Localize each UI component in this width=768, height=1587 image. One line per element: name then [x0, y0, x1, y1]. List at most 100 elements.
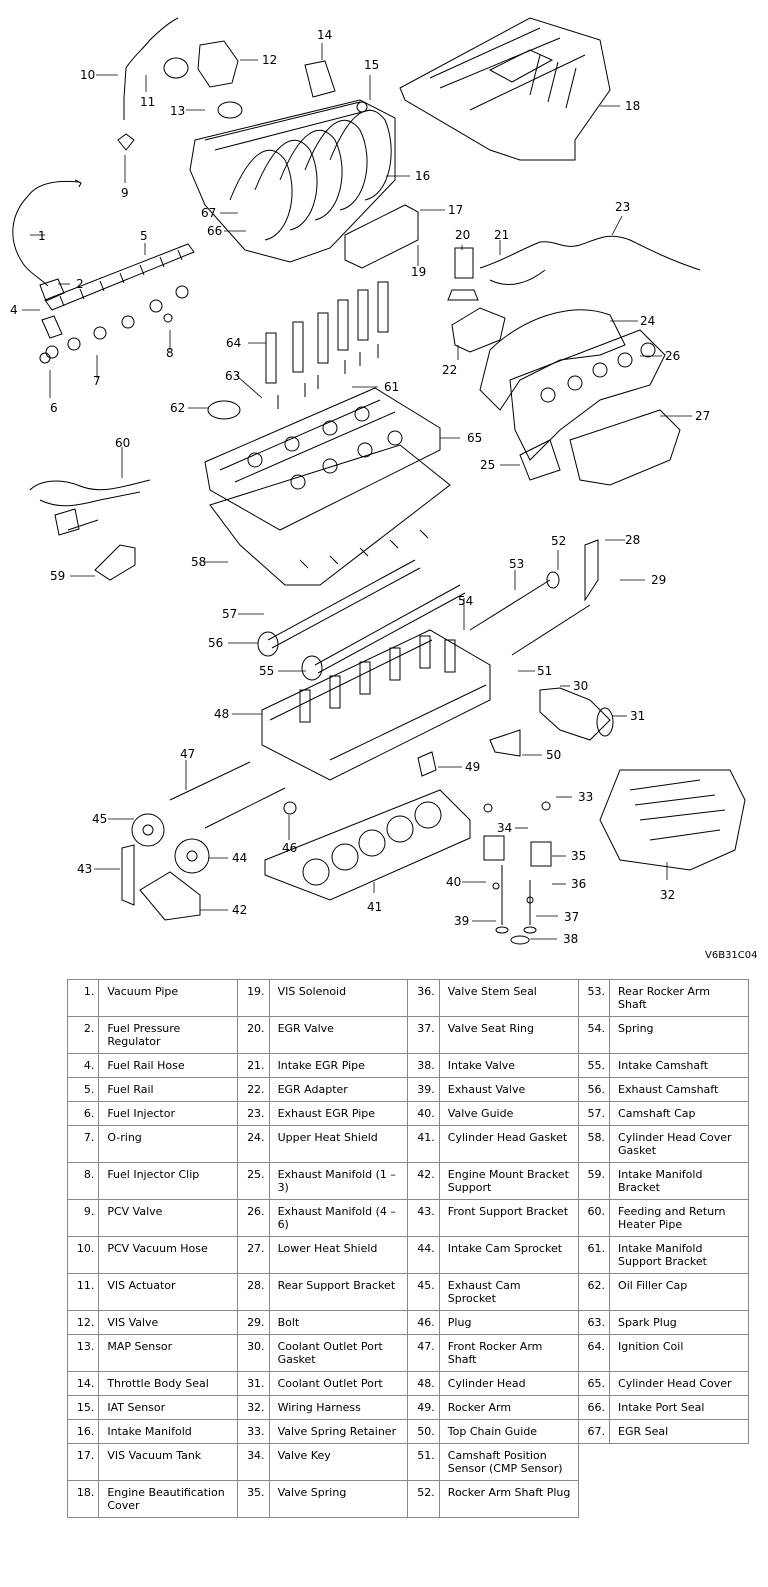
legend-item-label: Fuel Injector — [98, 1101, 239, 1126]
rear-rocker-arm-shaft-drawing — [469, 579, 591, 656]
callout-34: 34 — [497, 821, 512, 835]
legend-item-label: Camshaft Position Sensor (CMP Sensor) — [438, 1443, 579, 1481]
callout-32: 32 — [660, 888, 675, 902]
legend-item-number: 2. — [66, 1016, 100, 1054]
ignition-coils-drawing — [265, 281, 389, 384]
legend-item-label: Fuel Rail Hose — [98, 1053, 239, 1078]
legend-item-number: 15. — [66, 1395, 100, 1420]
front-support-bracket-drawing — [121, 844, 135, 906]
legend-item-number: 23. — [237, 1101, 270, 1126]
callout-29: 29 — [651, 573, 666, 587]
legend-item-number: 41. — [407, 1125, 440, 1163]
legend-item-label: EGR Adapter — [268, 1077, 409, 1102]
legend-item-number: 64. — [577, 1334, 611, 1372]
callout-59: 59 — [50, 569, 65, 583]
callout-26: 26 — [665, 349, 680, 363]
top-chain-guide-drawing — [489, 729, 521, 757]
legend-item-number: 11. — [66, 1273, 100, 1311]
callout-numbers: 1 2 4 5 6 7 8 9 10 11 12 13 14 15 16 17 … — [10, 28, 758, 961]
callout-4: 4 — [10, 303, 18, 317]
legend-item-number: 61. — [577, 1236, 611, 1274]
callout-8: 8 — [166, 346, 174, 360]
callout-51: 51 — [537, 664, 552, 678]
legend-item-label: Coolant Outlet Port — [268, 1371, 409, 1396]
exploded-engine-diagram: 1 2 4 5 6 7 8 9 10 11 12 13 14 15 16 17 … — [10, 17, 758, 961]
legend-item-label: Oil Filler Cap — [609, 1273, 749, 1311]
legend-item-label: Spring — [609, 1016, 749, 1054]
callout-39: 39 — [454, 914, 469, 928]
legend-item-label: O-ring — [98, 1125, 239, 1163]
exhaust-manifold-drawing — [479, 309, 681, 486]
legend-item-label: Intake Manifold Support Bracket — [609, 1236, 749, 1274]
legend-item-label: Fuel Pressure Regulator — [98, 1016, 239, 1054]
legend-item-number: 18. — [66, 1480, 100, 1518]
cylinder-head-drawing — [261, 629, 491, 781]
legend-item-label: Front Rocker Arm Shaft — [438, 1334, 579, 1372]
engine-cover-drawing — [399, 17, 611, 161]
vacuum-pipe-drawing — [12, 180, 79, 287]
legend-item-number: 42. — [407, 1162, 440, 1200]
intake-camshaft-drawing — [314, 584, 466, 674]
cylinder-head-cover-drawing — [204, 387, 441, 531]
callout-56: 56 — [208, 636, 223, 650]
callout-48: 48 — [214, 707, 229, 721]
exhaust-camshaft-drawing — [267, 559, 421, 649]
callout-50: 50 — [546, 748, 561, 762]
legend-item-label: Fuel Rail — [98, 1077, 239, 1102]
callout-64: 64 — [226, 336, 241, 350]
callout-40: 40 — [446, 875, 461, 889]
legend-item-number: 44. — [407, 1236, 440, 1274]
legend-item-label: Valve Stem Seal — [438, 979, 579, 1017]
rear-support-bracket-drawing — [584, 539, 599, 602]
callout-49: 49 — [465, 760, 480, 774]
legend-item-label: Rocker Arm Shaft Plug — [438, 1480, 579, 1518]
legend-item-number: 26. — [237, 1199, 270, 1237]
legend-item-label: Wiring Harness — [268, 1395, 409, 1420]
legend-item-label: Exhaust Valve — [438, 1077, 579, 1102]
legend-item-label: Front Support Bracket — [438, 1199, 579, 1237]
legend-item-number: 25. — [237, 1162, 270, 1200]
legend-item-label: MAP Sensor — [98, 1334, 239, 1372]
legend-item-label: Vacuum Pipe — [98, 979, 239, 1017]
callout-20: 20 — [455, 228, 470, 242]
legend-item-label: Cylinder Head Gasket — [438, 1125, 579, 1163]
legend-item-label: Valve Spring Retainer — [268, 1419, 409, 1444]
legend-item-label: Exhaust Cam Sprocket — [438, 1273, 579, 1311]
heater-pipe-drawing — [29, 479, 151, 507]
legend-item-label: Bolt — [268, 1310, 409, 1335]
legend-item-number: 45. — [407, 1273, 440, 1311]
callout-31: 31 — [630, 709, 645, 723]
callout-23: 23 — [615, 200, 630, 214]
callout-55: 55 — [259, 664, 274, 678]
callout-35: 35 — [571, 849, 586, 863]
legend-item-number: 13. — [66, 1334, 100, 1372]
intake-cam-sprocket-drawing — [174, 838, 210, 874]
legend-item-label: IAT Sensor — [98, 1395, 239, 1420]
legend-item-number: 34. — [237, 1443, 270, 1481]
legend-item-number: 58. — [577, 1125, 611, 1163]
callout-19: 19 — [411, 265, 426, 279]
legend-item-number: 62. — [577, 1273, 611, 1311]
legend-item-number: 67. — [577, 1419, 611, 1444]
oil-filler-cap-drawing — [207, 400, 241, 420]
egr-pipe-drawing — [479, 235, 701, 271]
legend-item-number: 55. — [577, 1053, 611, 1078]
legend-item-number: 9. — [66, 1199, 100, 1237]
callout-5: 5 — [140, 229, 148, 243]
legend-item-number: 57. — [577, 1101, 611, 1126]
legend-item-number: 48. — [407, 1371, 440, 1396]
legend-item-number: 38. — [407, 1053, 440, 1078]
legend-item-number: 28. — [237, 1273, 270, 1311]
legend-item-label: Spark Plug — [609, 1310, 749, 1335]
legend-item-label: Rear Support Bracket — [268, 1273, 409, 1311]
